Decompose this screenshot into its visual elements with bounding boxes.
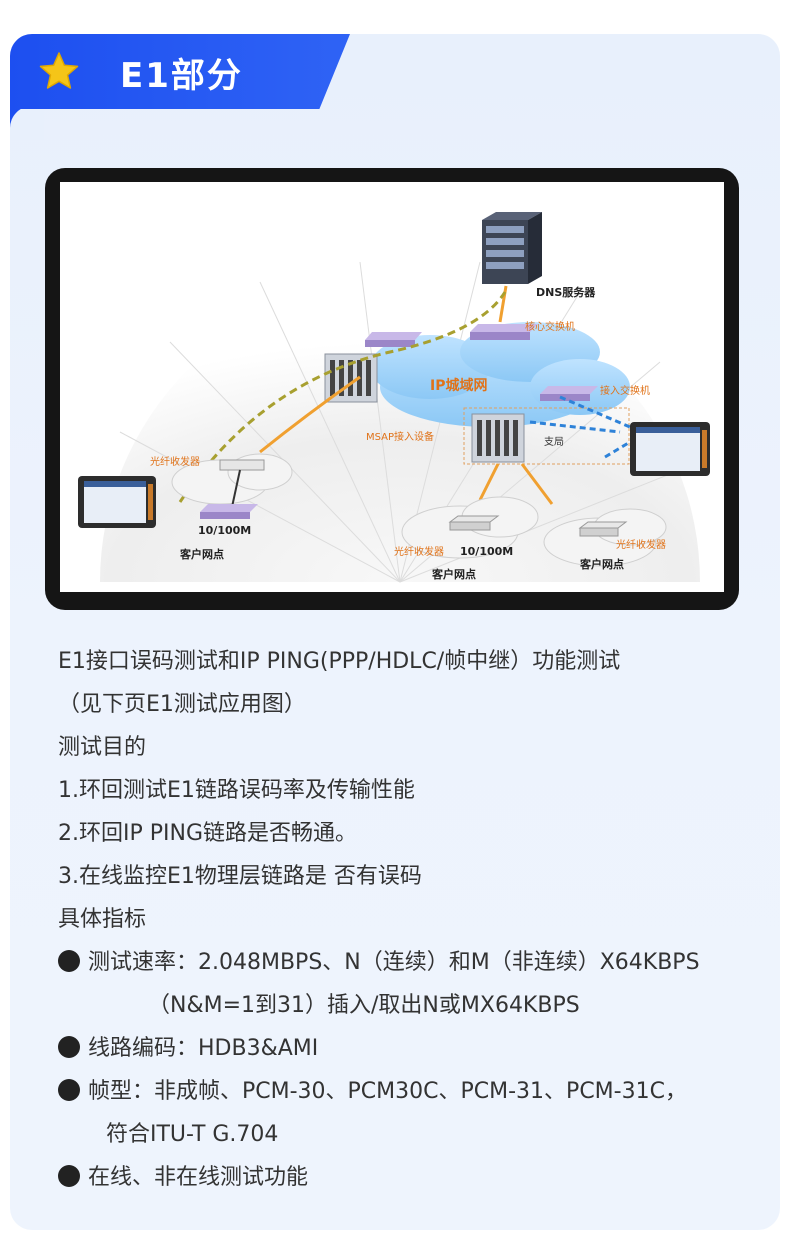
section-title: E1部分 — [120, 56, 243, 96]
tab-corner — [10, 106, 44, 140]
spec-item: 线路编码：HDB3&AMI — [58, 1027, 758, 1070]
ip-network-label: IP城域网 — [430, 377, 487, 394]
goal-item: 2.环回IP PING链路是否畅通。 — [58, 821, 357, 846]
access-switch-icon — [540, 386, 598, 401]
spec-item: 帧型：非成帧、PCM-30、PCM30C、PCM-31、PCM-31C， — [58, 1070, 758, 1113]
network-diagram: IP城域网 DNS服务器 核心交换机 接入交换机 — [60, 182, 724, 592]
msap-label: MSAP接入设备 — [366, 430, 434, 443]
rate-left-label: 10/100M — [198, 524, 251, 537]
goal-item: 3.在线监控E1物理层链路是 否有误码 — [58, 864, 422, 889]
core-switch-icon — [470, 324, 538, 340]
msap-rack-icon — [324, 353, 378, 403]
right-tester-icon — [630, 422, 710, 476]
left-customer-cloud — [171, 453, 293, 505]
left-transceiver-icon — [219, 459, 265, 508]
customer-left-label: 客户网点 — [179, 547, 224, 561]
fiber-left-label: 光纤收发器 — [150, 455, 200, 468]
mid-transceiver-icon — [448, 515, 500, 531]
goal-item: 1.环回测试E1链路误码率及传输性能 — [58, 778, 415, 803]
intro-note: （见下页E1测试应用图） — [58, 692, 306, 717]
bullet-icon — [58, 1036, 80, 1058]
bullet-icon — [58, 1165, 80, 1187]
spec-continuation: （N&M=1到31）插入/取出N或MX64KBPS — [148, 993, 580, 1018]
access-switch-label: 接入交换机 — [600, 384, 650, 397]
left-switch-icon — [200, 504, 258, 519]
switch-icon — [365, 332, 422, 347]
customer-right-label: 客户网点 — [579, 557, 624, 571]
spec-continuation: 符合ITU-T G.704 — [106, 1122, 279, 1147]
spec-item: 测试速率：2.048MBPS、N（连续）和M（非连续）X64KBPS — [58, 941, 758, 984]
customer-mid-label: 客户网点 — [431, 567, 476, 581]
section-heading-goals: 测试目的 — [58, 735, 147, 760]
rate-mid-label: 10/100M — [460, 545, 513, 558]
star-icon — [39, 52, 79, 89]
core-switch-label: 核心交换机 — [525, 320, 575, 333]
dns-server-icon — [482, 212, 542, 284]
bullet-icon — [58, 1079, 80, 1101]
fiber-mid-label: 光纤收发器 — [394, 545, 444, 558]
branch-rack-icon — [471, 413, 525, 463]
bullet-icon — [58, 950, 80, 972]
fiber-right-label: 光纤收发器 — [616, 538, 666, 551]
intro-line: E1接口误码测试和IP PING(PPP/HDLC/帧中继）功能测试 — [58, 649, 621, 674]
dns-label: DNS服务器 — [536, 285, 596, 299]
branch-label: 支局 — [544, 436, 564, 448]
left-tester-icon — [78, 476, 156, 528]
description: E1接口误码测试和IP PING(PPP/HDLC/帧中继）功能测试 （见下页E… — [58, 640, 758, 1199]
spec-item: 在线、非在线测试功能 — [58, 1156, 758, 1199]
right-transceiver-icon — [578, 521, 628, 537]
section-heading-specs: 具体指标 — [58, 907, 147, 932]
